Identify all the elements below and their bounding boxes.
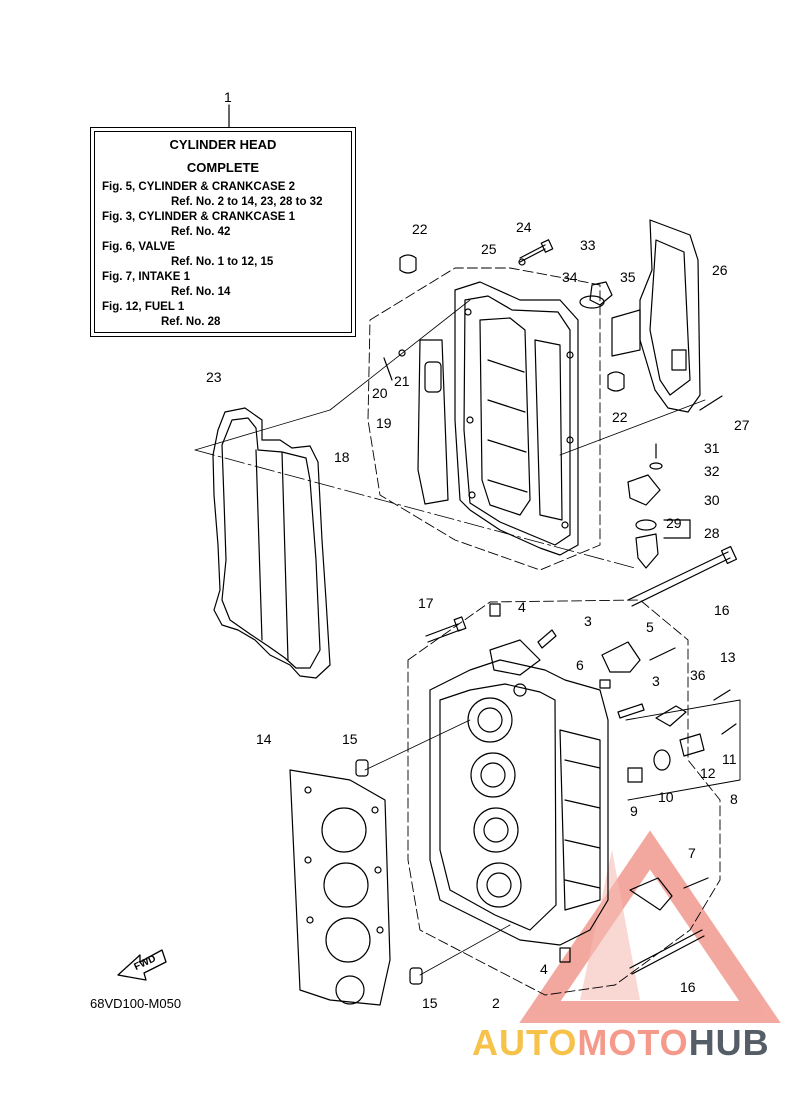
- callout-numbers: 1 22 24 25 33 34 35 26 23 20 21 19 18 22…: [206, 89, 750, 1011]
- diagram-code: 68VD100-M050: [90, 996, 182, 1011]
- callout: 10: [658, 789, 674, 805]
- watermark-auto: AUTO: [472, 1022, 578, 1063]
- callout: 25: [481, 241, 497, 257]
- pin: [537, 629, 557, 649]
- watermark-logo: AUTOMOTOHUB: [472, 1022, 770, 1064]
- fwd-label: FWD: [132, 953, 157, 973]
- callout: 24: [516, 219, 532, 235]
- rocker-cover-gasket: [212, 407, 331, 679]
- cylinder-head-gasket: [289, 769, 391, 1006]
- pin: [617, 703, 645, 719]
- watermark-moto: MOTO: [577, 1022, 689, 1063]
- long-bolt-lower: [629, 929, 705, 975]
- callout: 34: [562, 269, 578, 285]
- callout: 2: [492, 995, 500, 1011]
- sensor-12: [679, 733, 705, 757]
- plug: [489, 603, 501, 617]
- callout: 16: [714, 602, 730, 618]
- o-ring: [579, 295, 605, 309]
- box-line: Fig. 7, INTAKE 1: [102, 271, 190, 283]
- callout: 16: [680, 979, 696, 995]
- plug-lower: [559, 947, 571, 963]
- callout: 5: [646, 619, 654, 635]
- callout: 31: [704, 440, 720, 456]
- callout: 15: [342, 731, 358, 747]
- callout: 14: [256, 731, 272, 747]
- box-line: Ref. No. 1 to 12, 15: [171, 256, 274, 268]
- callout: 35: [620, 269, 636, 285]
- box-line: Fig. 6, VALVE: [102, 241, 176, 253]
- box-line: Ref. No. 28: [161, 316, 221, 328]
- callout: 9: [630, 803, 638, 819]
- box-line: Fig. 12, FUEL 1: [102, 301, 185, 313]
- callout: 3: [652, 673, 660, 689]
- callout: 22: [612, 409, 628, 425]
- long-bolt-upper: [627, 545, 738, 607]
- callout: 36: [690, 667, 706, 683]
- callout: 19: [376, 415, 392, 431]
- nut-9: [627, 767, 643, 783]
- fwd-arrow-icon: [117, 949, 167, 981]
- oil-filler-cap: [589, 281, 613, 306]
- label-plate: [611, 309, 641, 357]
- bolt-24: [519, 239, 554, 263]
- callout: 27: [734, 417, 750, 433]
- callout: 6: [576, 657, 584, 673]
- grommet: [399, 254, 417, 274]
- callout: 22: [412, 221, 428, 237]
- callout: 20: [372, 385, 388, 401]
- box-line: Ref. No. 2 to 14, 23, 28 to 32: [171, 196, 323, 208]
- box-line: Ref. No. 42: [171, 226, 231, 238]
- callout: 21: [394, 373, 410, 389]
- box-title-line2: COMPLETE: [186, 160, 260, 175]
- callout: 8: [730, 791, 738, 807]
- parts-reference-box: CYLINDER HEAD COMPLETE Fig. 5, CYLINDER …: [90, 127, 356, 337]
- callout: 1: [224, 89, 232, 105]
- sensor-36: [655, 705, 687, 727]
- lower-bracket: [629, 877, 673, 911]
- box-line: Fig. 3, CYLINDER & CRANKCASE 1: [102, 211, 295, 223]
- callout: 12: [700, 765, 716, 781]
- watermark-triangle: [519, 830, 781, 1023]
- reference-box-frame: [94, 131, 352, 333]
- cylinder-head-cover: [417, 339, 449, 505]
- thermo-sensor-housing: [627, 474, 661, 506]
- callout: 32: [704, 463, 720, 479]
- box-line: Fig. 5, CYLINDER & CRANKCASE 2: [102, 181, 295, 193]
- callout: 3: [584, 613, 592, 629]
- callout: 17: [418, 595, 434, 611]
- callout: 15: [422, 995, 438, 1011]
- callout: 26: [712, 262, 728, 278]
- callout: 11: [722, 751, 737, 767]
- callout: 29: [666, 515, 682, 531]
- callout: 13: [720, 649, 736, 665]
- rocker-cover: [454, 281, 579, 556]
- callout: 33: [580, 237, 596, 253]
- grommet: [607, 371, 625, 392]
- box-line: Ref. No. 14: [171, 286, 231, 298]
- box-title-line1: CYLINDER HEAD: [169, 137, 277, 152]
- washer-10: [653, 749, 671, 771]
- callout: 4: [540, 961, 548, 977]
- clamp-bracket: [601, 641, 641, 673]
- watermark-hub: HUB: [688, 1022, 770, 1063]
- thermostat: [635, 533, 659, 569]
- cylinder-head-bracket: [639, 219, 701, 413]
- cylinder-head: [429, 639, 609, 946]
- callout: 30: [704, 492, 720, 508]
- callout: 28: [704, 525, 720, 541]
- callout: 23: [206, 369, 222, 385]
- callout: 4: [518, 599, 526, 615]
- washer-25: [518, 258, 526, 266]
- dowel-pin: [355, 759, 369, 777]
- callout: 18: [334, 449, 350, 465]
- callout: 7: [688, 845, 696, 861]
- dowel-pin: [409, 967, 423, 985]
- bolt-17: [425, 616, 467, 643]
- pin-6: [599, 679, 611, 689]
